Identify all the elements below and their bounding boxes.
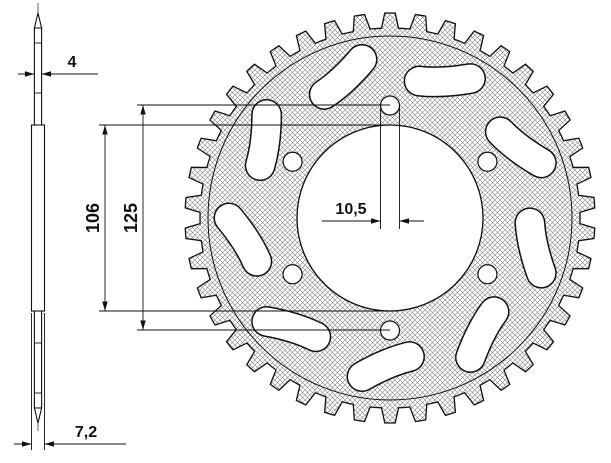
dimension-bolt-hole-diameter: 10,5 <box>322 105 424 229</box>
bolt-hole <box>477 151 498 172</box>
dimension-arrowhead <box>102 125 108 135</box>
dimension-arrowhead <box>24 71 35 77</box>
side-view <box>30 3 46 433</box>
dim-label-hub-width: 7,2 <box>75 424 97 441</box>
dimension-hub-width: 7,2 <box>14 313 126 450</box>
bolt-hole <box>379 95 401 116</box>
dimension-arrowhead <box>399 218 409 224</box>
dimension-bolt-circle-diameter: 125 <box>121 104 390 331</box>
bolt-hole <box>282 264 303 285</box>
dim-label-tooth-width: 4 <box>68 54 77 71</box>
lightening-slot <box>405 64 485 96</box>
lightening-slot <box>246 100 281 180</box>
lightening-slot <box>215 204 271 276</box>
bolt-hole <box>379 320 401 341</box>
dimension-arrowheads <box>22 71 409 447</box>
lightening-slot <box>310 45 377 109</box>
dimension-bore-diameter: 106 <box>83 124 390 312</box>
rim-circle <box>207 35 573 401</box>
dim-label-bolt-hole-diameter: 10,5 <box>335 201 366 218</box>
dim-label-bolt-circle-diameter: 125 <box>121 203 141 233</box>
dimension-arrowhead <box>140 105 146 115</box>
dim-label-bore-diameter: 106 <box>83 203 103 233</box>
side-view-tooth-tip-bottom <box>33 407 43 424</box>
bolt-hole <box>282 151 303 172</box>
dimension-arrowhead <box>22 441 32 447</box>
dimension-arrowhead <box>44 441 54 447</box>
dimension-tooth-width: 4 <box>18 54 98 75</box>
lightening-slot <box>252 307 330 351</box>
lightening-slot <box>515 208 556 288</box>
center-bore <box>296 124 484 312</box>
dimension-arrowhead <box>371 218 381 224</box>
lightening-slot <box>486 117 556 177</box>
lightening-slot-layer <box>213 43 557 393</box>
dimension-arrowhead <box>41 71 52 77</box>
bolt-hole-layer <box>282 95 498 341</box>
side-view-tooth-tip-top <box>33 12 43 29</box>
lightening-slot <box>348 342 424 391</box>
dimension-arrowhead <box>140 320 146 330</box>
lightening-slot <box>456 297 509 372</box>
bolt-hole <box>477 264 498 285</box>
dimension-arrowhead <box>102 301 108 311</box>
side-view-hub <box>30 124 46 312</box>
